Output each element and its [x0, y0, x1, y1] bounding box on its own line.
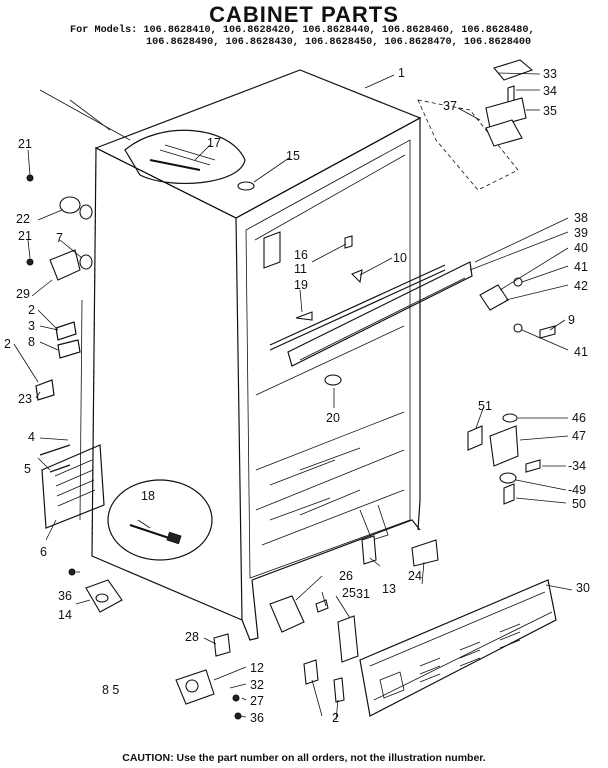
- callout-21b: 21: [18, 229, 32, 243]
- callout-7: 7: [56, 231, 63, 245]
- callout-30: 30: [576, 581, 590, 595]
- callout-5: 5: [24, 462, 31, 476]
- callout-17: 17: [207, 136, 221, 150]
- callout-15: 15: [286, 149, 300, 163]
- callout-22: 22: [16, 212, 30, 226]
- callout-6: 6: [40, 545, 47, 559]
- callout-41b: 41: [574, 345, 588, 359]
- callout-41: 41: [574, 260, 588, 274]
- callout-46: 46: [572, 411, 586, 425]
- diagram-title: CABINET PARTS: [209, 2, 399, 27]
- grille-30: [359, 579, 557, 717]
- callout-10: 10: [393, 251, 407, 265]
- callout-8: 8: [28, 335, 35, 349]
- callout-numbers: 1 15 17 33 34 35 37 38 39 40 41 42 9 41 …: [4, 66, 590, 725]
- callout-12: 12: [250, 661, 264, 675]
- callout-2b: 2: [4, 337, 11, 351]
- callout-49: -49: [568, 483, 586, 497]
- callout-28: 28: [185, 630, 199, 644]
- callout-13: 13: [382, 582, 396, 596]
- callout-2c: 2: [332, 711, 339, 725]
- leader-lines: [13, 72, 573, 721]
- left-side-parts: [26, 89, 131, 529]
- plug-15: [237, 181, 255, 191]
- callout-23: 23: [18, 392, 32, 406]
- callout-2: 2: [28, 303, 35, 317]
- callout-16: 16: [294, 248, 308, 262]
- callout-33: 33: [543, 67, 557, 81]
- callout-38: 38: [574, 211, 588, 225]
- bottom-parts: [68, 535, 439, 720]
- callout-18: 18: [141, 489, 155, 503]
- callout-9: 9: [568, 313, 575, 327]
- callout-19: 19: [294, 278, 308, 292]
- callout-4: 4: [28, 430, 35, 444]
- page-mark: 8 5: [102, 683, 119, 697]
- tube-17: [149, 159, 201, 171]
- callout-32: 32: [250, 678, 264, 692]
- right-channel-parts: [263, 231, 556, 386]
- callout-36b: 36: [250, 711, 264, 725]
- drain-tube-area: [124, 129, 246, 184]
- hinge-group-outline: [417, 99, 519, 191]
- top-hinge-parts: [485, 59, 534, 147]
- inset-18: [107, 479, 213, 561]
- callout-47: 47: [572, 429, 586, 443]
- callout-24: 24: [408, 569, 422, 583]
- cabinet-body: [91, 69, 422, 641]
- callout-29: 29: [16, 287, 30, 301]
- callout-40: 40: [574, 241, 588, 255]
- callout-20: 20: [326, 411, 340, 425]
- callout-34: 34: [543, 84, 557, 98]
- callout-37: 37: [443, 99, 457, 113]
- callout-25: 25: [342, 586, 356, 600]
- models-line-2: 106.8628490, 106.8628430, 106.8628450, 1…: [146, 37, 532, 48]
- callout-26: 26: [339, 569, 353, 583]
- callout-11: 11: [294, 262, 307, 276]
- lower-hinge-parts: [467, 413, 541, 505]
- callout-14: 14: [58, 608, 72, 622]
- callout-21: 21: [18, 137, 32, 151]
- callout-3: 3: [28, 319, 35, 333]
- callout-34b: -34: [568, 459, 586, 473]
- caution-note: CAUTION: Use the part number on all orde…: [122, 752, 486, 764]
- callout-42: 42: [574, 279, 588, 293]
- callout-31: 31: [356, 587, 370, 601]
- callout-27: 27: [250, 694, 264, 708]
- callout-51: 51: [478, 399, 492, 413]
- models-line-1: For Models: 106.8628410, 106.8628420, 10…: [70, 25, 535, 36]
- callout-50: 50: [572, 497, 586, 511]
- callout-36: 36: [58, 589, 72, 603]
- callout-39: 39: [574, 226, 588, 240]
- callout-1: 1: [398, 66, 405, 80]
- callout-35: 35: [543, 104, 557, 118]
